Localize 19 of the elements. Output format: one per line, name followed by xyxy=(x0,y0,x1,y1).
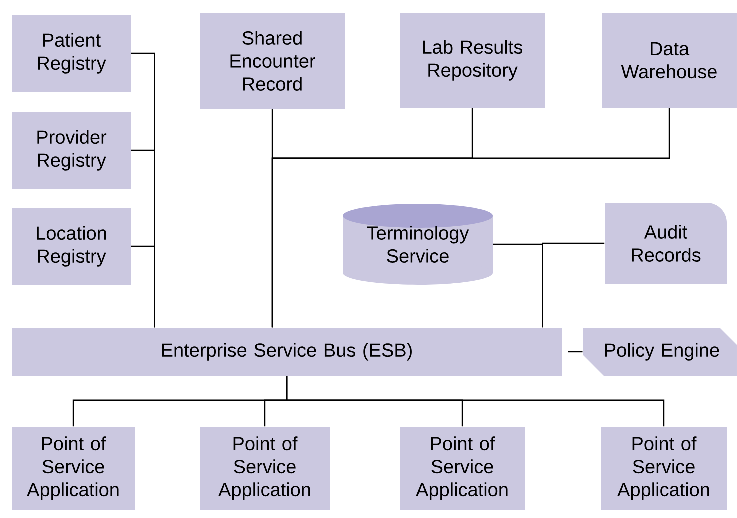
service-box: Policy Engine xyxy=(583,328,737,376)
connector-line xyxy=(131,246,156,328)
service-box: Shared Encounter Record xyxy=(200,13,345,109)
registry-box: Provider Registry xyxy=(12,112,132,189)
bus-bar: Enterprise Service Bus (ESB) xyxy=(12,328,562,376)
application-box: Point of Service Application xyxy=(601,427,727,510)
application-box: Point of Service Application xyxy=(400,427,525,510)
service-box: Audit Records xyxy=(605,203,727,284)
application-box: Point of Service Application xyxy=(12,427,136,510)
application-box: Point of Service Application xyxy=(200,427,330,510)
connector-line xyxy=(542,242,605,328)
service-box: Lab Results Repository xyxy=(400,13,545,108)
registry-box: Patient Registry xyxy=(12,15,132,92)
database-cylinder: Terminology Service xyxy=(343,204,493,285)
connector-line xyxy=(272,108,670,328)
service-box: Data Warehouse xyxy=(602,13,737,108)
registry-box: Location Registry xyxy=(12,208,132,285)
connector-line xyxy=(286,376,665,427)
connector-line xyxy=(568,351,583,353)
